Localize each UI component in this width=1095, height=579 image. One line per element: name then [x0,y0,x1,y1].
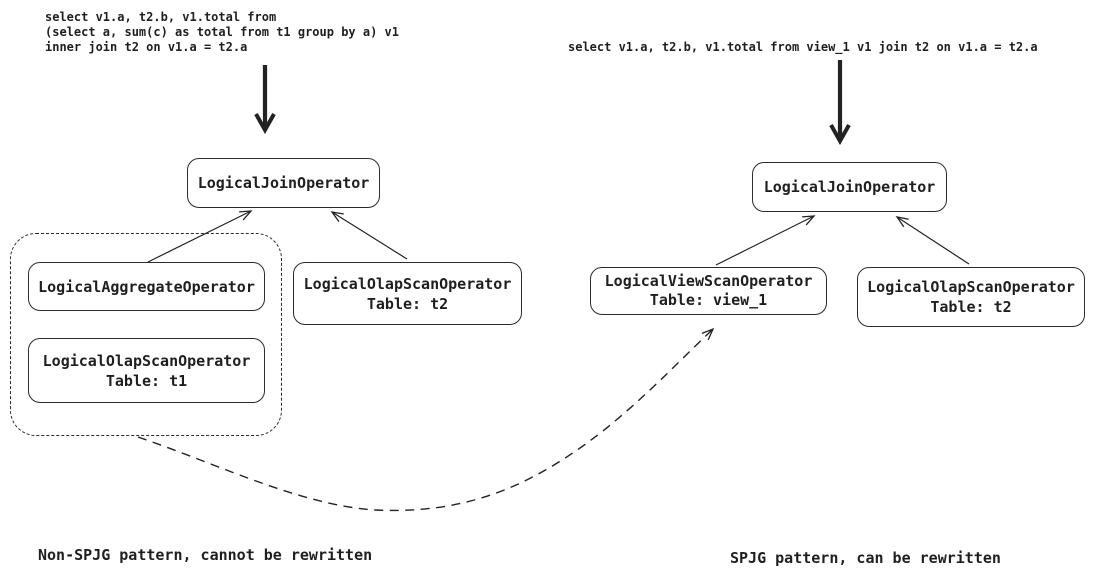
right-join-operator-label: LogicalJoinOperator [763,178,936,196]
scan-t1-table: Table: t1 [105,371,188,390]
left-scan-t2-table: Table: t2 [366,294,449,313]
view-scan-table: Table: view_1 [649,291,768,309]
right-join-operator-node: LogicalJoinOperator [752,162,947,212]
non-spjg-group-outline [10,233,282,436]
edge-right-scan-t2-to-join [895,216,970,265]
left-caption: Non-SPJG pattern, cannot be rewritten [38,546,373,564]
edge-left-scan-t2-to-join [330,211,408,260]
left-sql-query: select v1.a, t2.b, v1.total from (select… [45,10,400,54]
left-scan-t2-node: LogicalOlapScanOperator Table: t2 [293,262,522,325]
scan-t1-node: LogicalOlapScanOperator Table: t1 [28,338,265,403]
right-scan-t2-label: LogicalOlapScanOperator [867,278,1075,296]
right-scan-t2-table: Table: t2 [930,298,1012,316]
left-scan-t2-label: LogicalOlapScanOperator [303,274,512,293]
right-sql-query: select v1.a, t2.b, v1.total from view_1 … [568,40,1038,54]
view-scan-node: LogicalViewScanOperator Table: view_1 [590,267,827,315]
aggregate-operator-label: LogicalAggregateOperator [38,277,255,296]
left-join-operator-label: LogicalJoinOperator [197,174,370,192]
scan-t1-label: LogicalOlapScanOperator [42,351,251,370]
left-join-operator-node: LogicalJoinOperator [187,158,380,208]
right-scan-t2-node: LogicalOlapScanOperator Table: t2 [857,267,1085,327]
edge-viewscan-to-join [715,215,816,266]
aggregate-operator-node: LogicalAggregateOperator [28,262,265,311]
right-caption: SPJG pattern, can be rewritten [730,549,1001,567]
view-scan-label: LogicalViewScanOperator [604,272,813,290]
